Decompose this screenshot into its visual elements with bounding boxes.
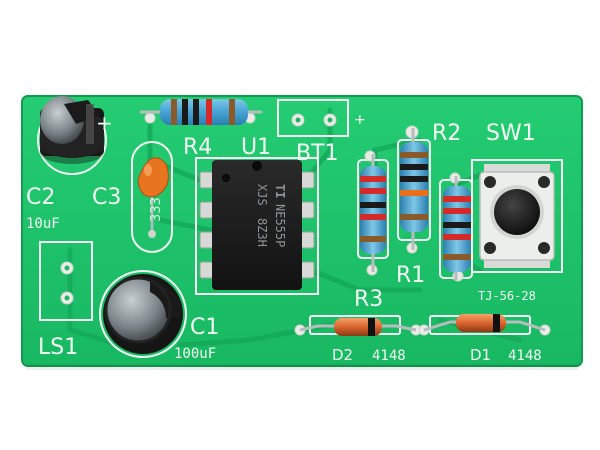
label-sw1: SW1 (486, 121, 536, 146)
label-c3: C3 (92, 185, 121, 210)
label-d2-value: 4148 (372, 348, 406, 364)
label-r4: R4 (183, 135, 212, 160)
chip-logo-text: TI (273, 184, 287, 198)
label-c2-value: 10uF (26, 216, 60, 232)
label-r1: R1 (396, 263, 425, 288)
diode-d2 (299, 318, 417, 336)
chip-markings: TI NE555P XJS 8Z3H (255, 184, 287, 247)
label-u1: U1 (241, 135, 271, 160)
c2-plus-marker: + (96, 111, 113, 135)
label-r2: R2 (432, 121, 461, 146)
label-ls1: LS1 (38, 335, 78, 360)
label-c1-value: 100uF (174, 346, 216, 362)
label-c1: C1 (190, 315, 219, 340)
label-d1-value: 4148 (508, 348, 542, 364)
capacitor-c1 (103, 274, 183, 354)
capacitor-c2 (40, 96, 104, 164)
resistor-r4 (140, 99, 262, 125)
capacitor-c3 (137, 157, 169, 238)
c3-value-label: 333 (149, 197, 164, 222)
chip-code-1: XJS (255, 184, 269, 206)
label-r3: R3 (354, 287, 383, 312)
label-bt1: BT1 (296, 141, 339, 166)
label-c2: C2 (26, 185, 55, 210)
chip-code-2: 8Z3H (255, 218, 269, 247)
chip-part-number: NE555P (273, 204, 287, 247)
label-bt1-plus: + (354, 112, 366, 128)
resistor-r1 (360, 154, 386, 272)
label-d1: D1 (470, 346, 491, 364)
diode-d1 (423, 314, 546, 332)
resistor-r2 (400, 128, 428, 250)
resistor-r3 (443, 176, 471, 280)
switch-sw1 (479, 164, 555, 268)
chip-u1 (199, 160, 315, 290)
label-d2: D2 (332, 346, 353, 364)
label-switch-model: TJ-56-28 (478, 289, 536, 303)
